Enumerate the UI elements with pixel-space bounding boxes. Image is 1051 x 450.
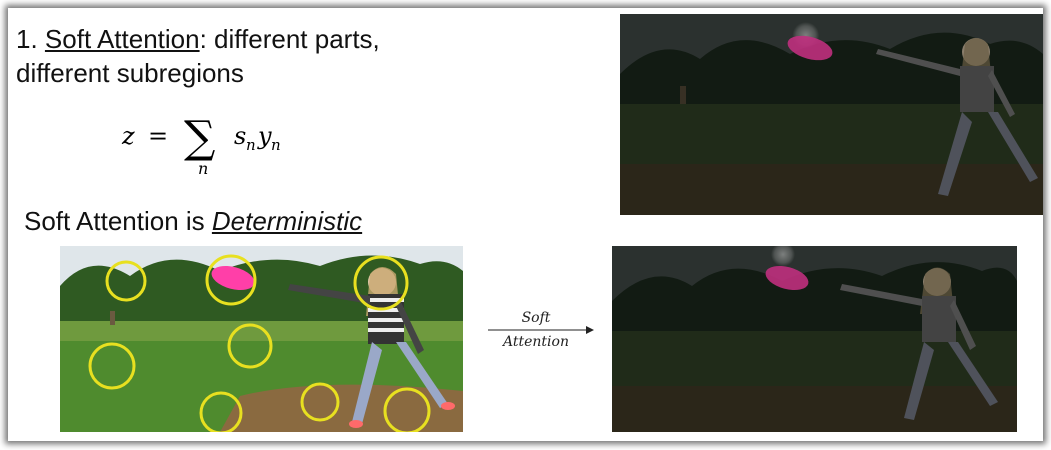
heading-line-1: 1. Soft Attention: different parts,	[16, 22, 380, 56]
arrow-icon	[488, 326, 594, 334]
attention-circle	[88, 342, 136, 390]
heading-line-2: different subregions	[16, 58, 244, 88]
arrow-label-bottom: Attention	[503, 334, 569, 350]
heading-rest: : different parts,	[199, 24, 380, 54]
eq-s-sub: n	[246, 136, 256, 154]
eq-lhs: z	[121, 122, 135, 150]
slide-heading: 1. Soft Attention: different parts, diff…	[16, 22, 380, 90]
eq-s: s	[234, 122, 246, 150]
attention-photo-top	[620, 14, 1043, 215]
attention-circle	[205, 254, 257, 306]
attention-circle	[353, 255, 409, 311]
eq-y-sub: n	[271, 136, 281, 154]
attention-circle	[227, 323, 273, 369]
heading-term: Soft Attention	[44, 24, 200, 54]
attention-circle	[383, 387, 431, 432]
arrow-label-top: Soft	[521, 310, 551, 326]
eq-y: y	[257, 122, 272, 150]
eq-sigma: ∑	[184, 112, 215, 163]
eq-equals: =	[148, 122, 168, 150]
attention-circle	[199, 391, 243, 432]
eq-index: n	[198, 159, 208, 176]
attention-circle	[300, 382, 340, 422]
attention-photo-bottom	[612, 246, 1017, 432]
equation: z = ∑ n s n y n	[120, 96, 320, 178]
input-photo-circles	[60, 246, 463, 432]
heading-number: 1.	[16, 24, 38, 54]
subheading: Soft Attention is Deterministic	[24, 206, 362, 237]
subheading-prefix: Soft Attention is	[24, 206, 212, 236]
subheading-emph: Deterministic	[211, 206, 363, 236]
attention-circle	[105, 260, 147, 302]
soft-attention-arrow: Soft Attention	[486, 310, 596, 360]
